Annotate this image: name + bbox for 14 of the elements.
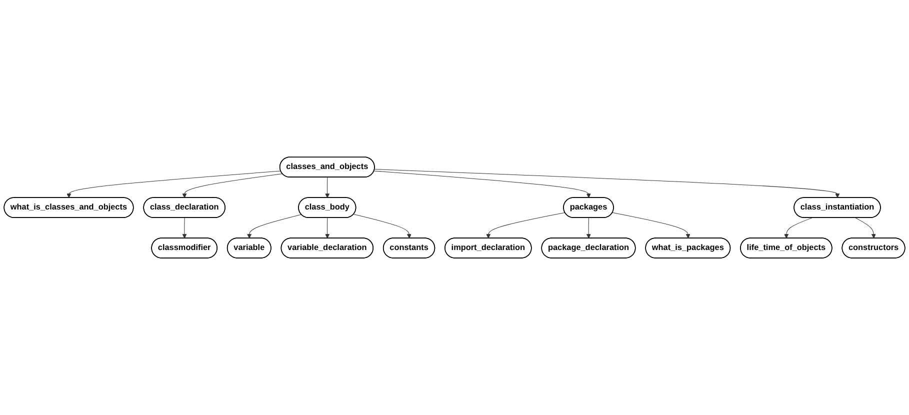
arrow — [374, 170, 591, 198]
arrow — [353, 214, 412, 238]
arrow — [586, 217, 591, 238]
arrow — [855, 217, 876, 238]
arrow — [612, 212, 690, 238]
arrow — [325, 217, 330, 238]
arrow — [66, 170, 282, 198]
arrow — [486, 212, 566, 238]
arrow — [182, 217, 187, 238]
arrow — [325, 177, 330, 198]
arrow — [247, 214, 302, 238]
arrow — [374, 168, 840, 198]
arrow — [182, 173, 283, 198]
arrow — [784, 217, 813, 238]
